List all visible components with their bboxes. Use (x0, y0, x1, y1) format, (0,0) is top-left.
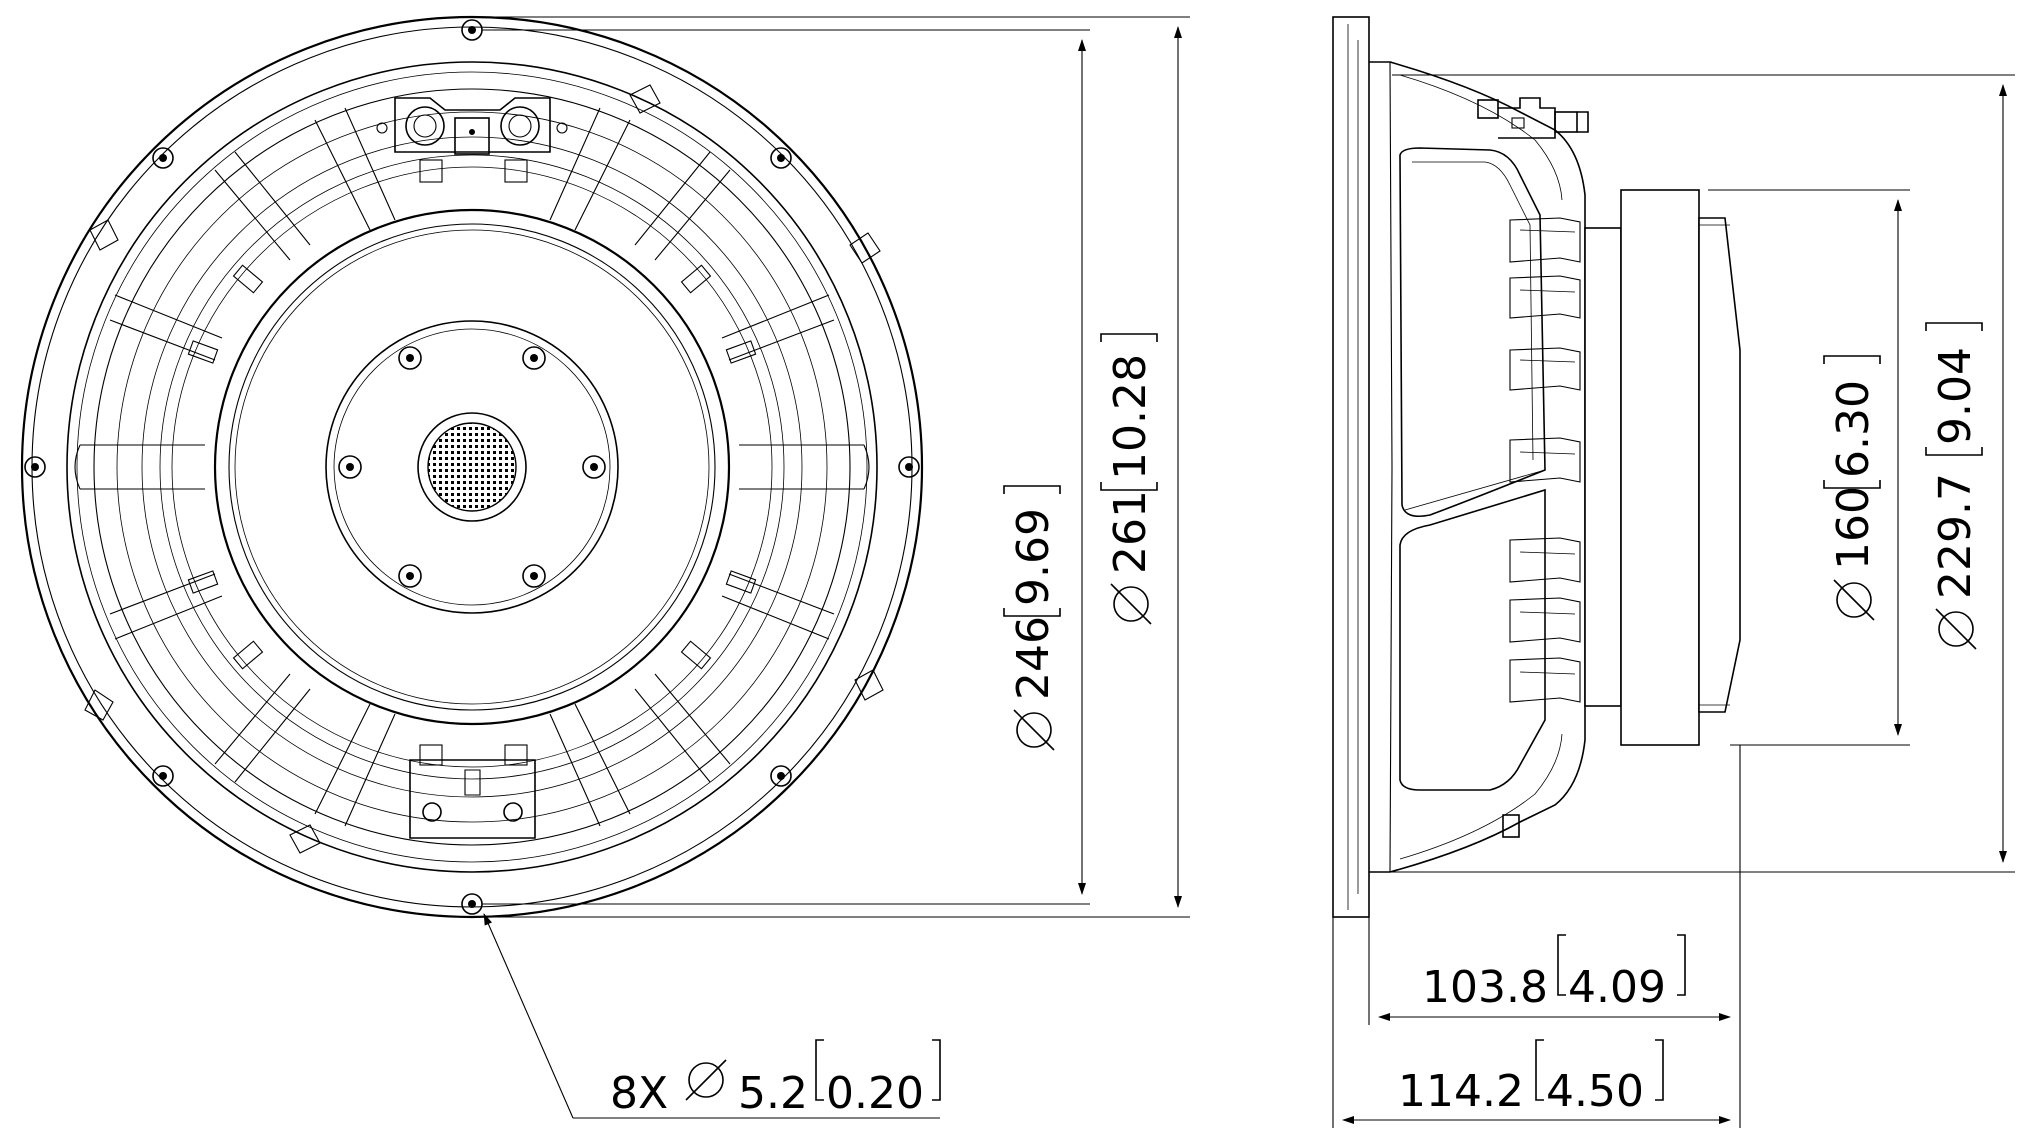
front-view: 246 9.69 261 10.28 (20, 15, 1190, 1119)
pole-plate-inner (333, 328, 611, 606)
magnet-diameter-inch: 6.30 (1828, 380, 1879, 478)
hole-diameter-mm: 5.2 (738, 1068, 808, 1119)
magnet-plate-inner (228, 223, 716, 711)
bolt-circle-inch: 9.69 (1008, 508, 1059, 606)
mounting-holes (24, 19, 920, 915)
dimension-mounting-depth: 103.8 4.09 (1368, 745, 1741, 1025)
diameter-icon (1935, 608, 1977, 650)
dimension-baffle-cutout: 229.7 9.04 (1392, 74, 2015, 873)
spoke-pads (187, 264, 757, 670)
magnet (1620, 189, 1700, 746)
baffle-cutout-inch: 9.04 (1930, 347, 1981, 445)
baffle-cutout-mm: 229.7 (1930, 473, 1981, 599)
vent-mesh (427, 422, 517, 512)
side-view: 160 6.30 229.7 9.04 (1332, 16, 2015, 1128)
magnet-plate-inner-2 (234, 229, 710, 705)
basket-ring-5 (171, 166, 773, 768)
diameter-icon (685, 1059, 727, 1101)
magnet-plate (213, 208, 731, 726)
outer-diameter-inch: 10.28 (1105, 354, 1156, 480)
vent-outer (417, 412, 527, 522)
basket-window-upper (1399, 147, 1546, 518)
lead-tab-side (1502, 814, 1520, 838)
diameter-icon (1013, 709, 1055, 751)
rim-notches (84, 84, 884, 854)
overall-depth-inch: 4.50 (1546, 1066, 1644, 1117)
basket-window-lower (1399, 488, 1546, 791)
frame-flange (1332, 16, 1370, 918)
overall-depth-mm: 114.2 (1398, 1066, 1524, 1117)
hole-count: 8X (610, 1068, 668, 1119)
pole-bolts (338, 346, 606, 588)
mounting-hole (152, 765, 174, 787)
outer-diameter-mm: 261 (1105, 490, 1156, 574)
mounting-hole (770, 147, 792, 169)
basket-ring-2 (116, 111, 828, 823)
basket-ribs (1509, 217, 1581, 703)
lead-tab (409, 744, 536, 839)
bolt-circle-mm: 246 (1008, 616, 1059, 700)
mounting-hole (152, 147, 174, 169)
mounting-hole (461, 19, 483, 41)
terminal-side (1477, 97, 1589, 139)
mounting-hole (770, 765, 792, 787)
diameter-icon (1110, 583, 1152, 625)
dimension-bolt-circle: 246 9.69 (482, 29, 1090, 905)
gasket-ring (66, 61, 878, 873)
basket-spokes (74, 107, 870, 827)
basket-ring-3 (141, 136, 803, 798)
basket-ring-4 (159, 154, 785, 780)
mounting-hole (461, 893, 483, 915)
back-plate (1698, 217, 1741, 713)
mounting-hole-callout: 8X 5.2 0.20 (483, 913, 941, 1119)
hole-diameter-inch: 0.20 (826, 1068, 924, 1119)
mounting-depth-mm: 103.8 (1422, 962, 1548, 1013)
gasket-ring-inner (76, 71, 868, 863)
diameter-icon (1833, 579, 1875, 621)
magnet-diameter-mm: 160 (1828, 486, 1879, 570)
terminal-block (376, 97, 568, 183)
dimension-overall-depth: 114.2 4.50 (1332, 917, 1741, 1128)
dimension-magnet-diameter: 160 6.30 (1708, 189, 1910, 746)
basket-ring (93, 88, 851, 846)
top-plate (1584, 227, 1622, 707)
mounting-hole (898, 456, 920, 478)
dimension-outer-diameter: 261 10.28 (472, 16, 1190, 918)
mounting-hole (24, 456, 46, 478)
pole-plate (325, 320, 619, 614)
mounting-depth-inch: 4.09 (1568, 962, 1666, 1013)
